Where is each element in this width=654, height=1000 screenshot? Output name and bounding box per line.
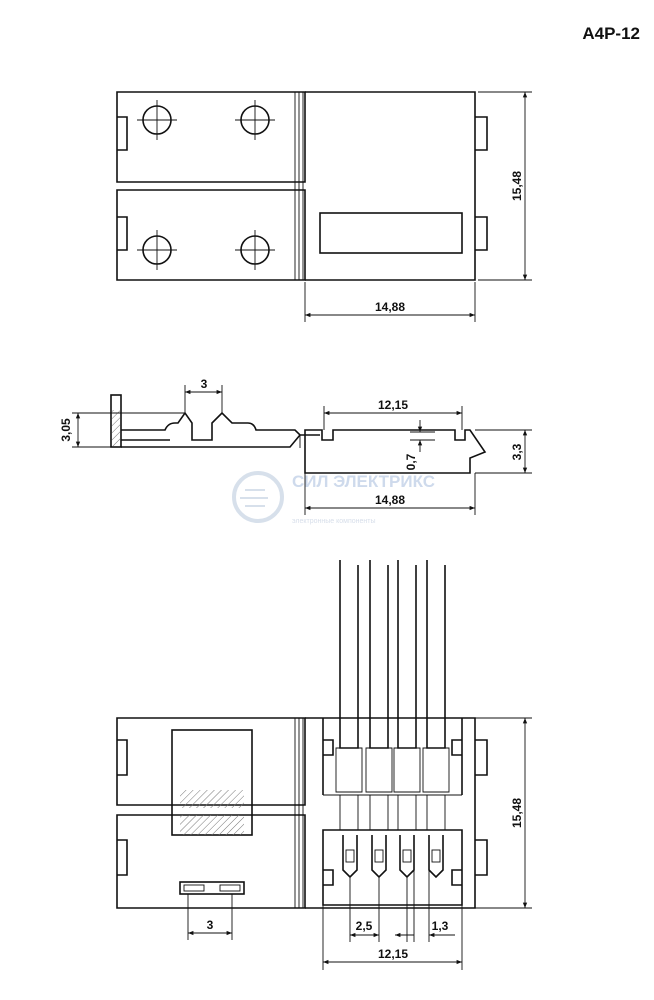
part-number-title: A4P-12: [582, 24, 640, 43]
dim-pitch: 3: [201, 377, 208, 391]
dim-pin-pitch: 2,5: [356, 919, 373, 933]
dim-height-305: 3,05: [59, 418, 73, 442]
wires: [323, 560, 462, 830]
side-view-profile: 3 3,05: [59, 377, 320, 448]
watermark-logo: СИЛ ЭЛЕКТРИКС электронные компоненты: [232, 471, 435, 525]
dim-slot: 0,7: [404, 453, 418, 470]
top-view: 15,48 14,88: [116, 91, 532, 322]
side-view-section: 12,15 0,7 3,3 14,88: [304, 398, 532, 515]
bottom-view: 15,48 3 2,5 1,3 12,15: [116, 560, 532, 970]
dim-pin-width: 1,3: [432, 919, 449, 933]
watermark-text: СИЛ ЭЛЕКТРИКС: [292, 472, 435, 491]
solder-pads: [179, 881, 245, 895]
dim-height: 15,48: [510, 171, 524, 201]
dim-pad-pitch: 3: [207, 918, 214, 932]
mounting-holes: [137, 100, 275, 270]
dim-width: 14,88: [375, 300, 405, 314]
dim-height-bottom: 15,48: [510, 798, 524, 828]
dim-body-height: 3,3: [510, 443, 524, 460]
dim-inner-width-bottom: 12,15: [378, 947, 408, 961]
watermark-tagline: электронные компоненты: [292, 518, 376, 525]
pins: [342, 835, 444, 879]
dim-width-side: 14,88: [375, 493, 405, 507]
dim-inner-width: 12,15: [378, 398, 408, 412]
